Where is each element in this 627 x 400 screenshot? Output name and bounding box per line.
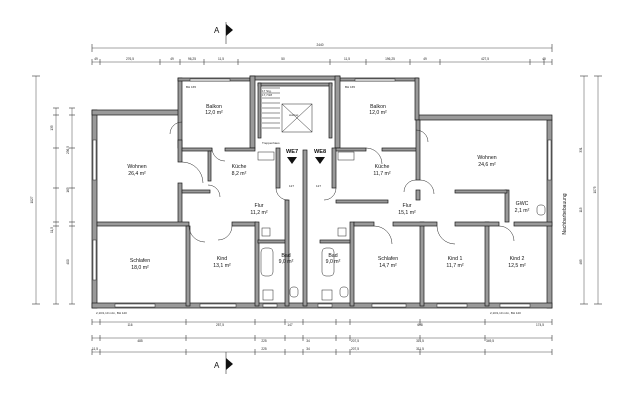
room-area-bad-right: 9,0 m² xyxy=(326,259,341,265)
dim-right-4: 115 xyxy=(579,207,583,212)
dim-left-2: 11,5 xyxy=(50,227,54,233)
room-name-wohnen-left: Wohnen xyxy=(127,164,146,170)
room-area-balkon-left: 12,0 m² xyxy=(205,110,223,116)
room-area-flur-left: 11,2 m² xyxy=(250,210,267,216)
unit-label-left: WE7 xyxy=(286,149,298,155)
room-area-flur-right: 15,1 m² xyxy=(398,210,416,216)
neighbor-label: Nachbarbebauung xyxy=(562,193,568,234)
room-area-schlafen-right: 14,7 m² xyxy=(379,263,397,269)
dimension-bottom: 116 257,5 147 608 174,5 485 225 34 207,5… xyxy=(91,319,553,355)
dim-top-2: 276,5 xyxy=(126,57,134,61)
dimension-left: 1027 135 236,5 165 400 11,5 xyxy=(30,75,75,305)
dim-top-4: 96,25 xyxy=(188,57,196,61)
room-name-schlafen-left: Schlafen xyxy=(130,258,150,264)
dim-right-total: 1075 xyxy=(593,186,597,193)
dim-left-total: 1027 xyxy=(30,196,34,203)
fixtures xyxy=(257,151,546,301)
room-area-kuche-right: 11,7 m² xyxy=(373,171,390,177)
dim-top-1: 49 xyxy=(94,57,98,61)
stair-ratio: 17,7/28 xyxy=(262,93,272,97)
dim-bot3-3: 34 xyxy=(306,347,310,351)
dim-left-7: 400 xyxy=(66,259,70,265)
room-name-kind-left: Kind xyxy=(217,256,227,262)
dim-top-3: 49 xyxy=(170,57,174,61)
window-note-left: 2,10/1,10 m/m, BH 120 xyxy=(96,311,127,315)
dimension-right: 1075 331 485 115 xyxy=(579,75,602,305)
dim-bot3-1: 11,5 xyxy=(92,347,98,351)
stair-steps: 17 Stg. xyxy=(262,89,272,93)
dim-right-6: 485 xyxy=(579,259,583,265)
dim-bot2-5: 207,5 xyxy=(351,339,359,343)
dim-bot1-3: 147 xyxy=(287,323,293,327)
balkon-right-tag: BH 165 xyxy=(345,85,355,89)
room-name-flur-right: Flur xyxy=(403,203,412,209)
room-area-balkon-right: 12,0 m² xyxy=(369,110,387,116)
room-name-kind1: Kind 1 xyxy=(448,256,463,262)
annotations: BH 165 BH 165 127 127 2,10/1,10 m/m, BH … xyxy=(96,85,568,315)
dim-bot1-5: 174,5 xyxy=(536,323,544,327)
section-label-bottom: A xyxy=(214,361,220,370)
windows xyxy=(92,78,552,308)
dim-left-1: 135 xyxy=(50,125,54,131)
room-area-wohnen-left: 26,4 m² xyxy=(128,171,146,177)
dim-top-10: 427,5 xyxy=(481,57,489,61)
room-area-schlafen-left: 18,0 m² xyxy=(131,265,149,271)
dim-127-left: 127 xyxy=(289,184,294,188)
dim-bot1-2: 257,5 xyxy=(216,323,224,327)
stair-label: Aufzug xyxy=(289,113,299,117)
room-area-bad-left: 9,0 m² xyxy=(279,259,294,265)
dim-bot2-3: 225 xyxy=(261,339,267,343)
room-area-gwc: 2,1 m² xyxy=(515,208,530,214)
dim-bot3-4: 207,5 xyxy=(351,347,359,351)
room-name-bad-left: Bad xyxy=(281,253,290,259)
section-marker-bottom: A xyxy=(214,352,233,374)
room-name-kind2: Kind 2 xyxy=(510,256,525,262)
dim-left-5: 165 xyxy=(66,187,70,193)
room-area-kind1: 11,7 m² xyxy=(446,263,463,269)
dim-bot2-1: 485 xyxy=(137,339,143,343)
stair-core: Aufzug 17 Stg. 17,7/28 Treppenhaus xyxy=(262,87,313,145)
dim-top-9: 49 xyxy=(423,57,427,61)
room-area-wohnen-right: 24,6 m² xyxy=(478,162,496,168)
room-name-schlafen-right: Schlafen xyxy=(378,256,398,262)
balkon-left-tag: BH 165 xyxy=(186,85,196,89)
room-name-kuche-left: Küche xyxy=(232,164,247,170)
room-name-gwc: GWC xyxy=(516,201,529,207)
dim-bot1-1: 116 xyxy=(127,323,132,327)
dim-top-11: 49 xyxy=(542,57,546,61)
dim-right-3: 331 xyxy=(579,147,583,153)
section-label-top: A xyxy=(214,26,220,35)
dimension-top: 2440 49 276,5 49 96,25 11,5 50 11,5 196,… xyxy=(91,43,553,65)
window-note-right: 2,10/1,10 m/m, BH 120 xyxy=(490,311,521,315)
room-area-kuche-left: 8,2 m² xyxy=(232,171,247,177)
dim-top-7: 11,5 xyxy=(344,57,350,61)
dim-left-3: 236,5 xyxy=(66,146,70,154)
room-area-kind2: 12,5 m² xyxy=(508,263,526,269)
dim-top-total: 2440 xyxy=(316,43,323,47)
dim-top-5: 11,5 xyxy=(218,57,224,61)
dim-top-6: 50 xyxy=(281,57,285,61)
room-name-kuche-right: Küche xyxy=(375,164,390,170)
unit-label-right: WE8 xyxy=(314,149,326,155)
doors xyxy=(169,121,515,245)
dim-bot2-4: 34 xyxy=(306,339,310,343)
room-labels: Balkon 12,0 m² Balkon 12,0 m² Wohnen 26,… xyxy=(127,104,529,271)
interior-walls xyxy=(96,119,553,307)
room-name-balkon-left: Balkon xyxy=(206,104,222,110)
room-name-flur-left: Flur xyxy=(255,203,264,209)
room-name-wohnen-right: Wohnen xyxy=(477,155,496,161)
dim-bot3-2: 225 xyxy=(261,347,267,351)
unit-labels: WE7 WE8 xyxy=(286,149,326,164)
dim-top-8: 196,25 xyxy=(385,57,395,61)
dim-127-right: 127 xyxy=(316,184,321,188)
room-name-balkon-right: Balkon xyxy=(370,104,386,110)
room-name-bad-right: Bad xyxy=(328,253,337,259)
stair-hall-label: Treppenhaus xyxy=(262,141,280,145)
room-area-kind-left: 13,1 m² xyxy=(213,263,231,269)
dim-bot2-7: 349,5 xyxy=(486,339,494,343)
section-marker-top: A xyxy=(214,22,233,44)
